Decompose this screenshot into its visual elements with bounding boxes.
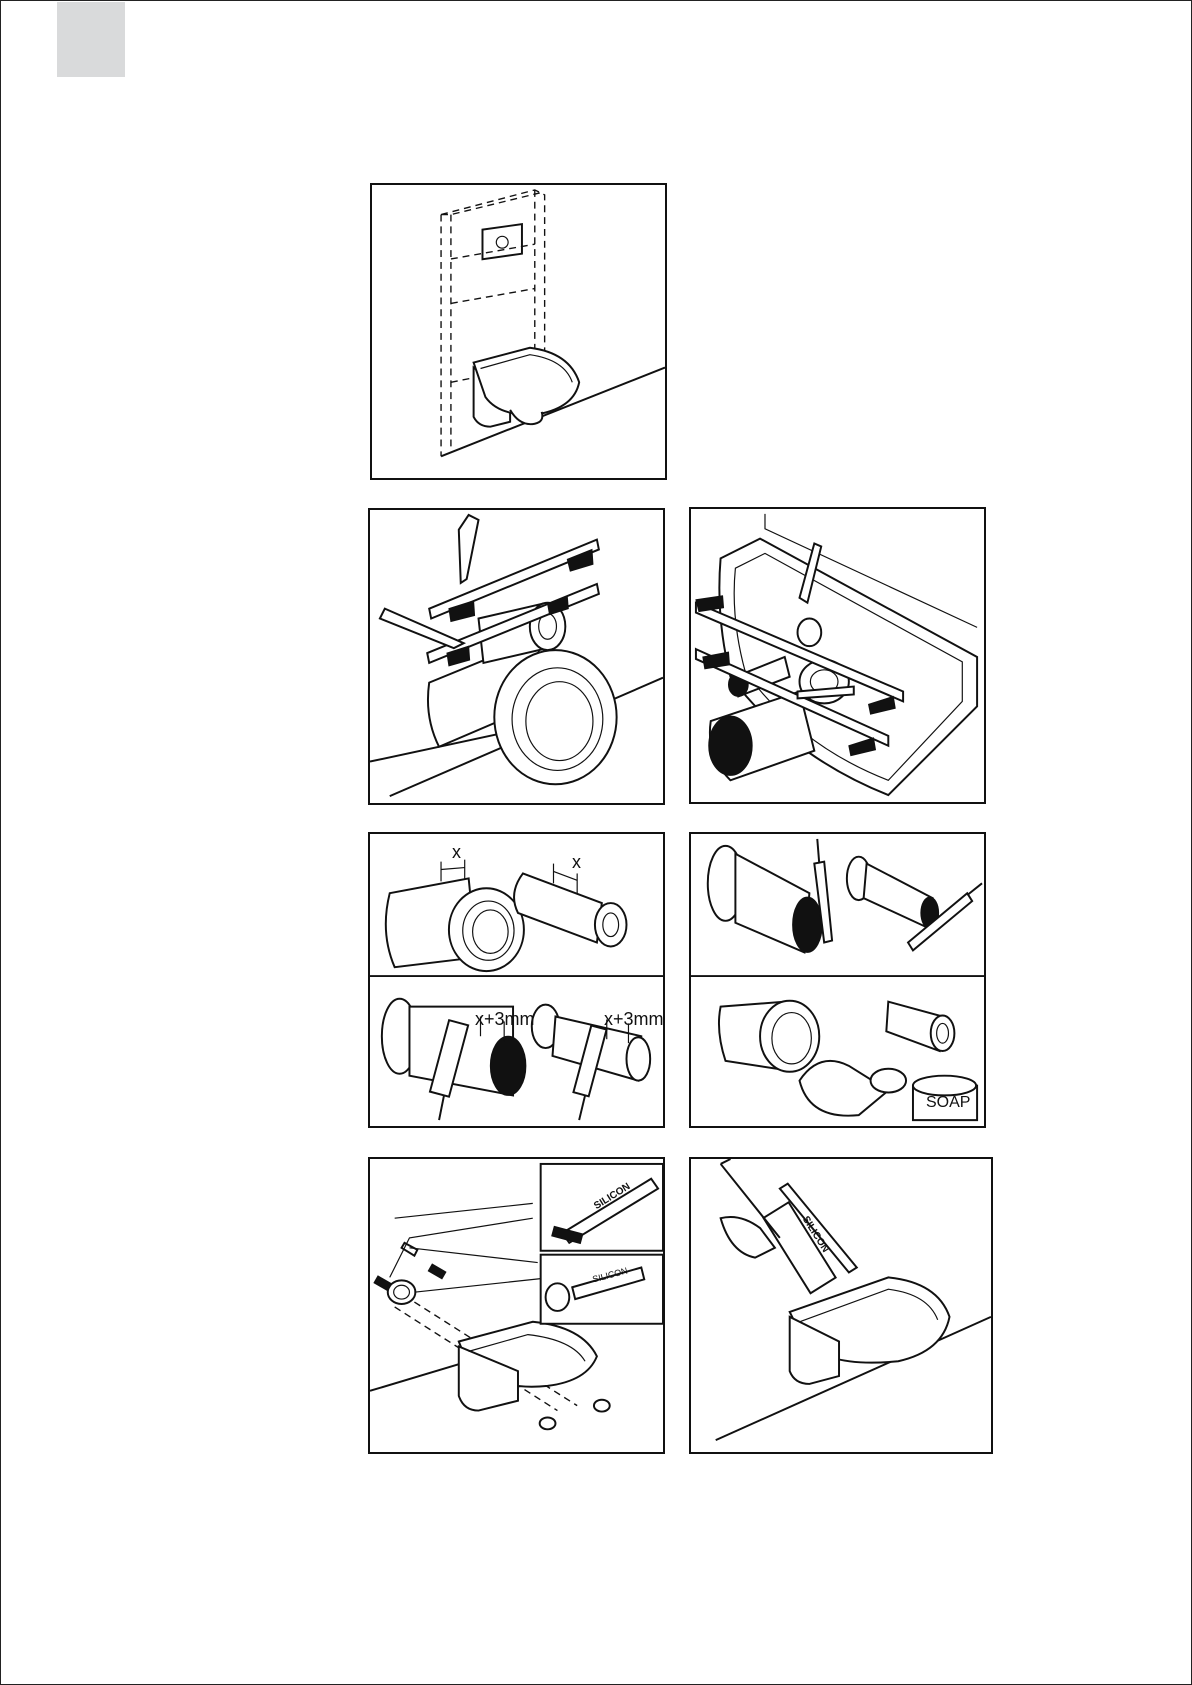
- measure-x-label: x: [572, 852, 581, 873]
- silicon-studs-illustration: [370, 1159, 663, 1452]
- pipe-marking-illustration: [370, 510, 663, 803]
- step-1-frame-overview: [370, 183, 667, 480]
- step-6-seal-joint: SILICON: [689, 1157, 993, 1454]
- cut-offset-label: x+3mm: [604, 1009, 664, 1030]
- measure-x-label: x: [452, 842, 461, 863]
- step-3-measure-cut-panel: x x x+3mm x+3mm: [368, 832, 665, 1128]
- step-2b-mark-toilet: [689, 507, 986, 804]
- deburr-lubricate-illustration: [691, 834, 984, 1126]
- frame-toilet-illustration: [372, 185, 665, 478]
- soap-tin-label: SOAP: [926, 1094, 970, 1112]
- measure-pipes-illustration: [370, 834, 663, 1126]
- cut-offset-label: x+3mm: [475, 1009, 535, 1030]
- page-corner-tab: [57, 2, 125, 77]
- step-2a-mark-pipes: [368, 508, 665, 805]
- toilet-underside-illustration: [691, 509, 984, 802]
- step-4-deburr-lubricate-panel: SOAP: [689, 832, 986, 1128]
- step-5-apply-silicon: SILICON SILICON: [368, 1157, 665, 1454]
- seal-joint-illustration: [691, 1159, 991, 1452]
